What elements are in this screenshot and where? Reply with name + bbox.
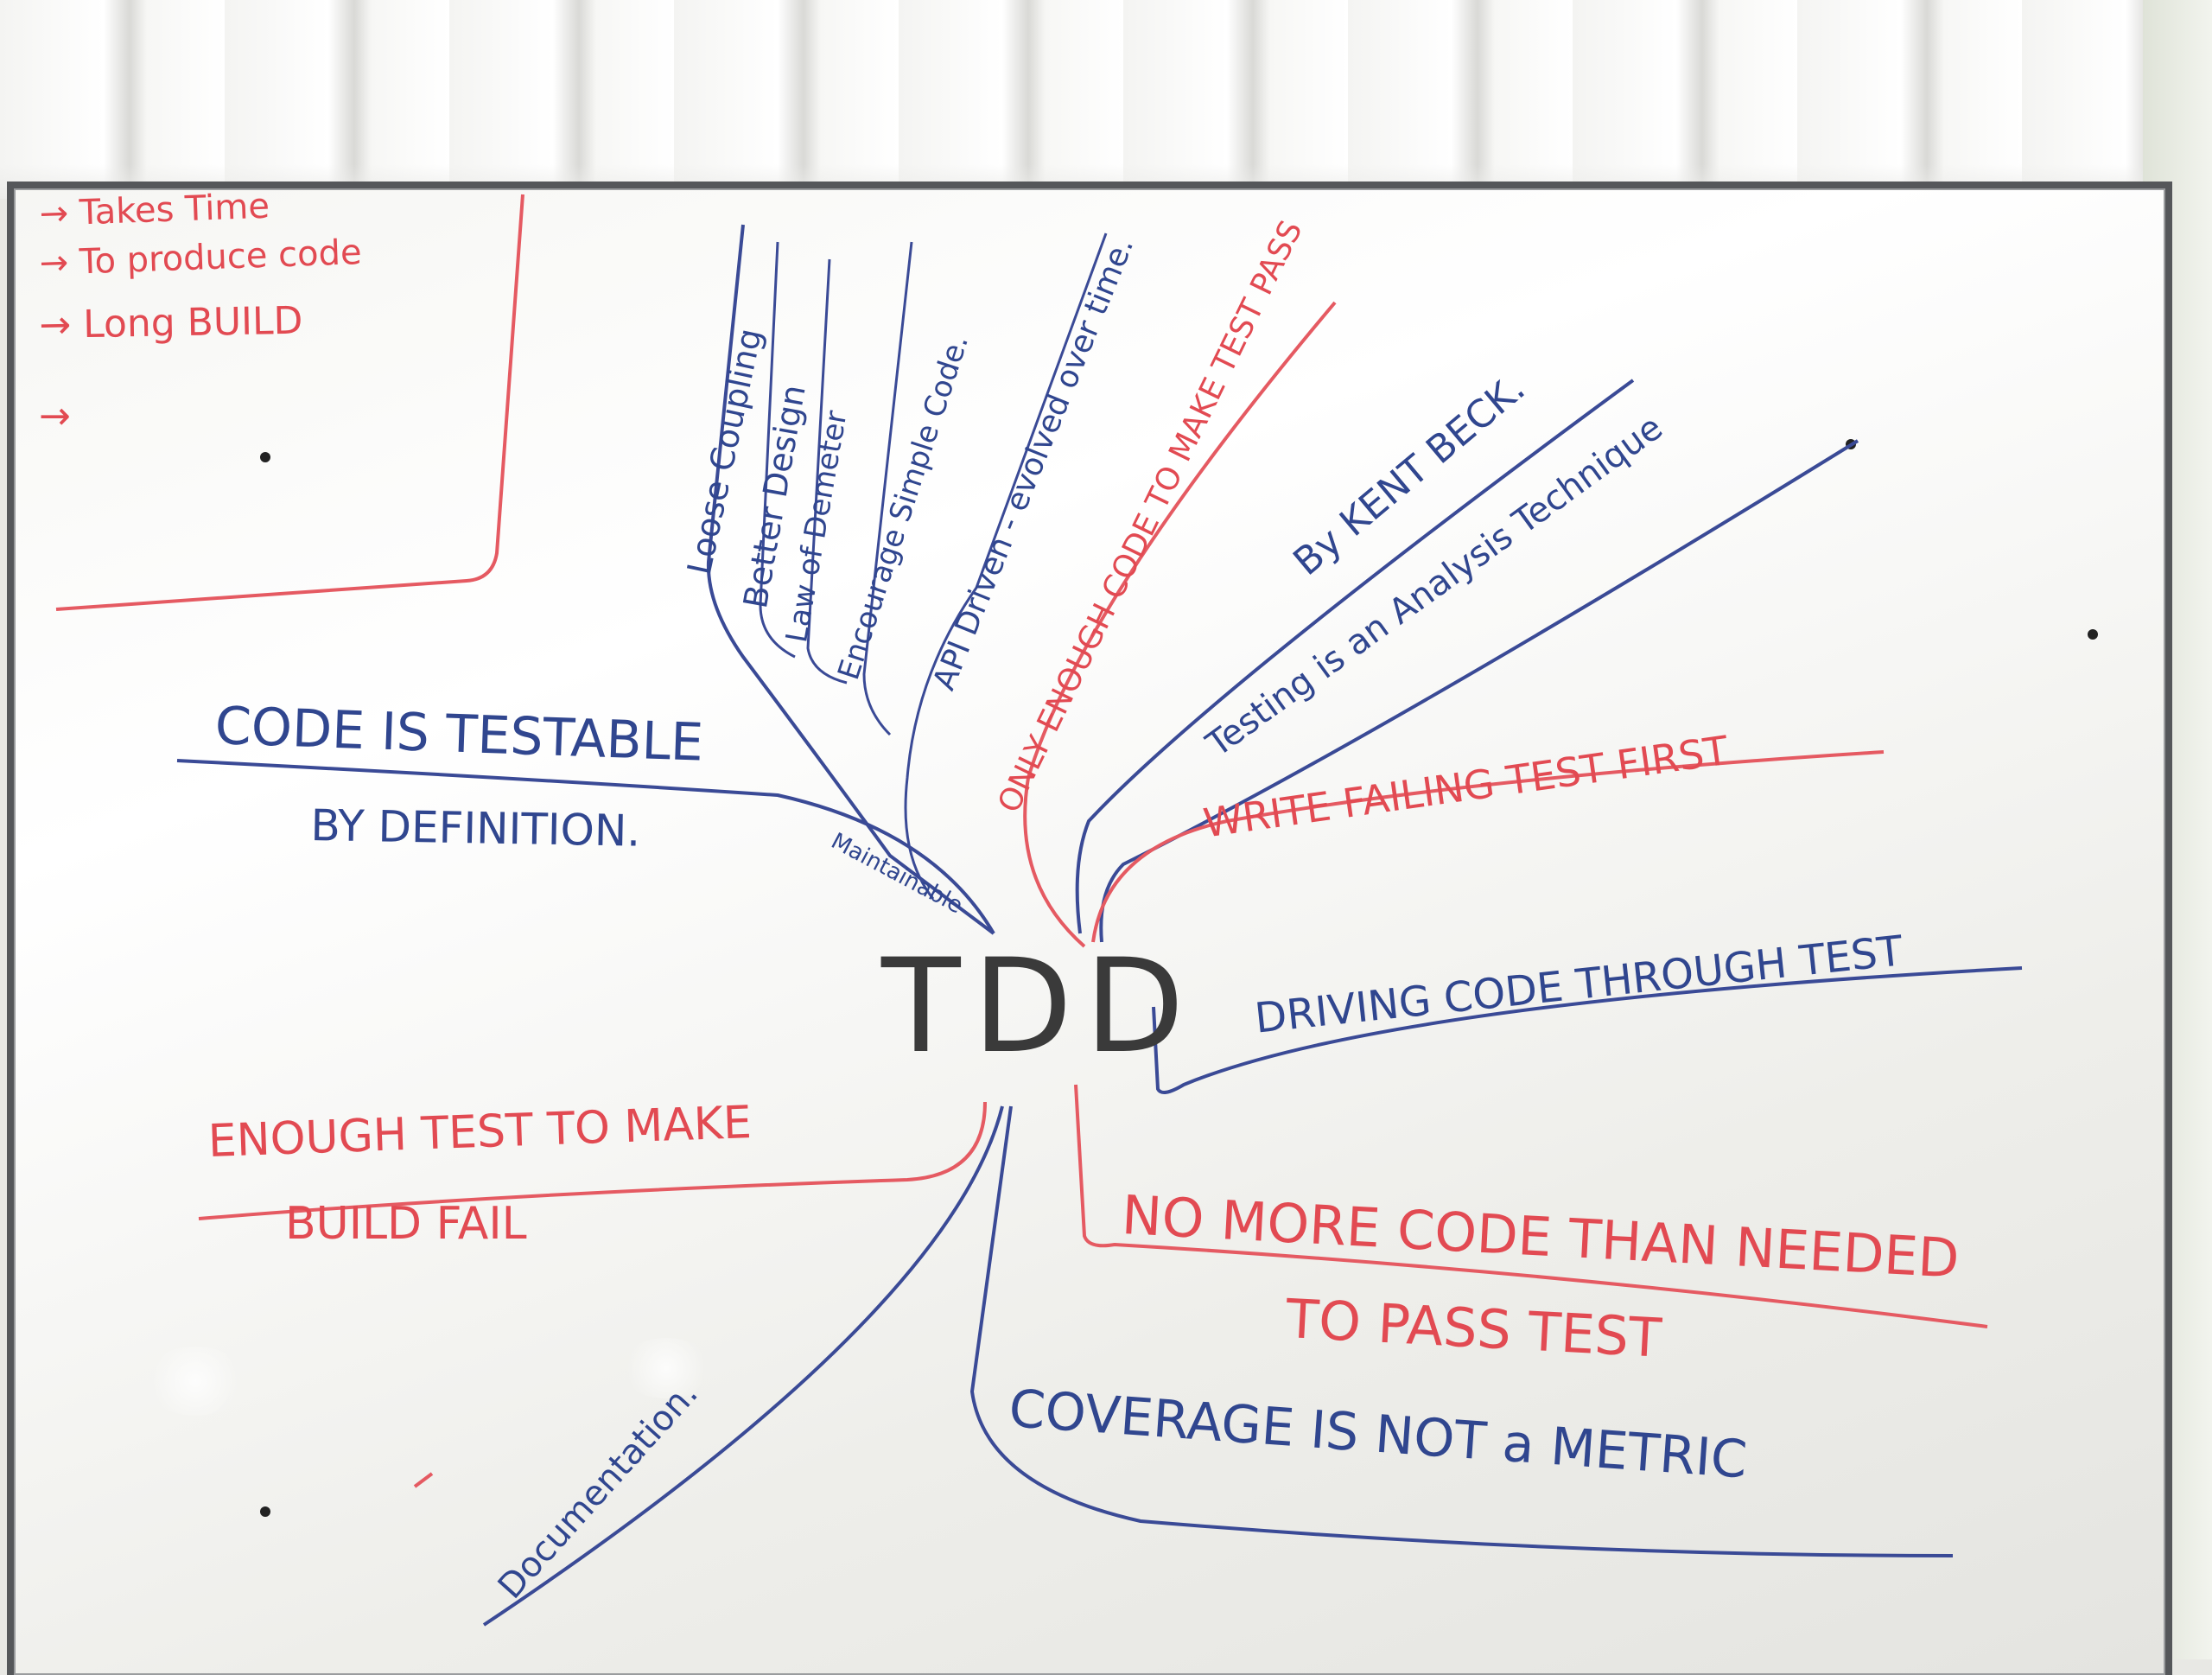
whiteboard bbox=[7, 182, 2172, 1675]
branch-line bbox=[904, 232, 1108, 900]
red-box-outline bbox=[55, 194, 524, 611]
mark bbox=[413, 1472, 434, 1488]
magnet bbox=[2088, 629, 2098, 640]
branch-line bbox=[1091, 750, 1885, 943]
branch-line bbox=[1099, 439, 1859, 943]
branch-label: CODE IS TESTABLE bbox=[213, 696, 705, 774]
red-box-item: → Takes Time bbox=[38, 186, 270, 234]
branch-line bbox=[1152, 966, 2023, 1094]
center-topic: TDD bbox=[881, 932, 1197, 1082]
branch-line bbox=[482, 1105, 1004, 1627]
light-glare bbox=[143, 1347, 247, 1416]
branch-line bbox=[759, 241, 796, 659]
magnet bbox=[260, 452, 270, 462]
branch-line bbox=[806, 258, 848, 685]
magnet bbox=[260, 1506, 270, 1517]
red-box-item: → bbox=[39, 394, 71, 438]
branch-line bbox=[969, 1105, 1954, 1557]
light-glare bbox=[619, 1338, 714, 1398]
branch-line bbox=[1023, 301, 1337, 948]
branch-line bbox=[176, 759, 995, 935]
branch-label: BY DEFINITION. bbox=[310, 800, 641, 857]
branch-line bbox=[706, 224, 995, 935]
branch-line bbox=[1074, 1084, 1988, 1328]
branch-line bbox=[1075, 379, 1635, 934]
red-box-item: → Long BUILD bbox=[38, 298, 303, 347]
branch-line bbox=[862, 241, 913, 736]
branch-label: BUILD FAIL bbox=[285, 1198, 527, 1250]
branch-line bbox=[198, 1101, 987, 1220]
